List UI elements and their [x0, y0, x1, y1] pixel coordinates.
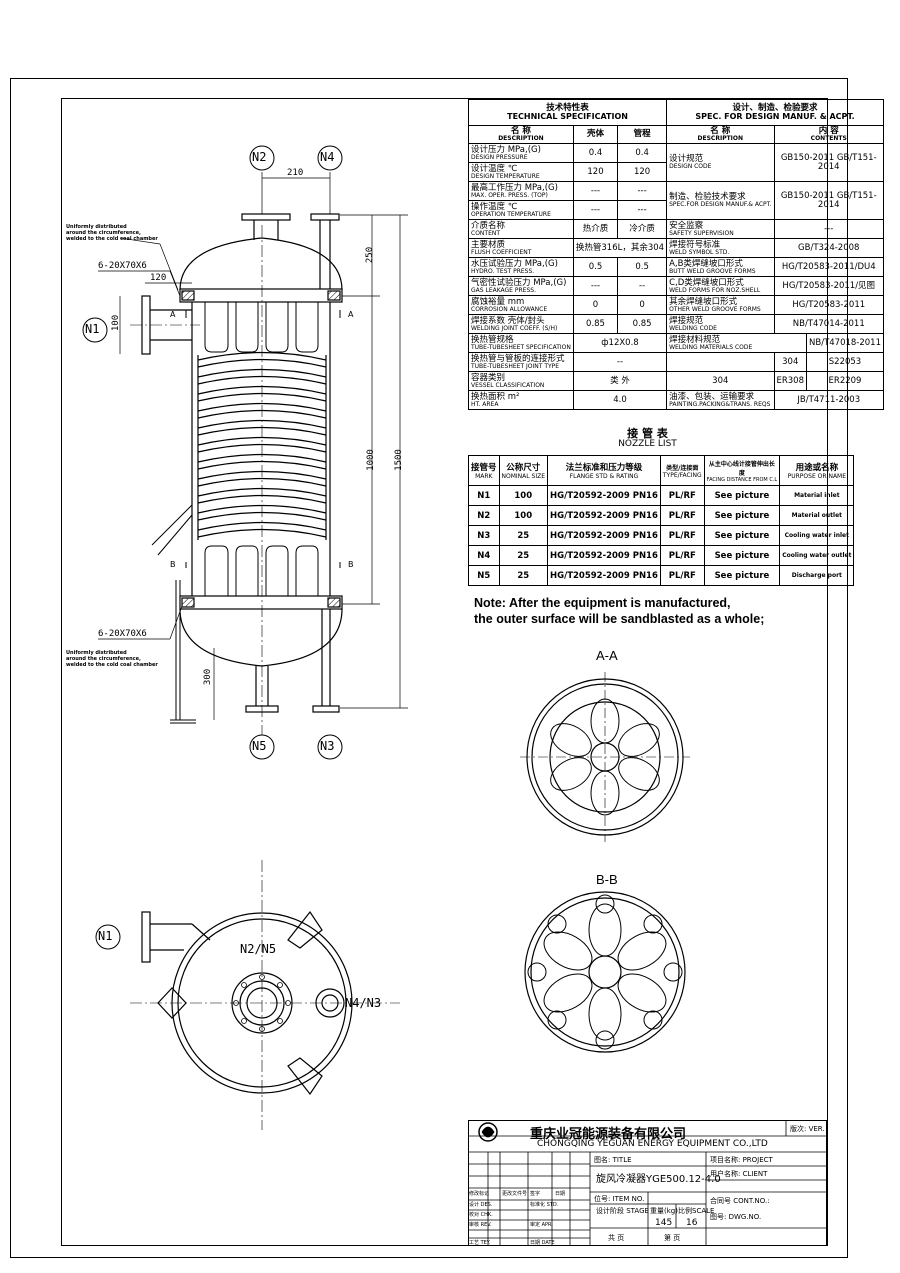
plan-view — [130, 860, 400, 1130]
section-a-a — [520, 672, 690, 842]
manufacturing-note: Note: After the equipment is manufacture… — [474, 596, 765, 626]
dim-1500: 1500 — [393, 449, 404, 471]
nozzle-list-title: 接 管 表 NOZZLE LIST — [618, 427, 677, 450]
nozzle-n3 — [312, 609, 340, 713]
dim-1000: 1000 — [365, 449, 376, 471]
section-title-b-b: B-B — [596, 872, 618, 887]
col-doc: 更改文件号 — [502, 1191, 528, 1197]
contract-label: 合同号 CONT.NO.: — [710, 1197, 770, 1205]
center-lines — [130, 225, 263, 735]
col-apr: 审定 APR. — [530, 1222, 553, 1228]
weld-note-top: 6-20X70X6 — [98, 261, 147, 271]
section-title-a-a: A-A — [596, 648, 618, 663]
dimension-lines — [98, 172, 408, 720]
project-label: 项目名称: PROJECT — [710, 1156, 773, 1164]
section-mark-b-right: B — [348, 560, 354, 569]
row-rev: 审核 REV. — [469, 1222, 492, 1228]
elevation-view — [98, 172, 408, 735]
title-label: 图名: TITLE — [594, 1156, 632, 1164]
top-head — [179, 237, 343, 291]
item-no-label: 位号: ITEM NO. — [594, 1195, 645, 1203]
dwg-no-label: 图号: DWG.NO. — [710, 1213, 762, 1221]
weld-text-bottom: Uniformly distributed around the circumf… — [66, 650, 158, 668]
label-n2: N2 — [252, 150, 267, 164]
row-des: 设计 DES. — [469, 1202, 493, 1208]
scale-label: 比例SCALE — [678, 1207, 715, 1215]
plan-label-n4n3: N4/N3 — [345, 996, 382, 1010]
sheet-total: 共 页 — [608, 1234, 625, 1242]
dim-100: 100 — [111, 314, 122, 332]
plan-label-n1: N1 — [98, 929, 113, 943]
col-std: 标准化 STD. — [530, 1202, 559, 1208]
title-block — [468, 1120, 827, 1246]
nozzle-n4 — [310, 213, 340, 289]
nozzle-n2 — [241, 213, 291, 240]
bottom-head — [179, 608, 343, 667]
client-label: 用户名称: CLIENT — [710, 1170, 768, 1178]
sheet-no: 第 页 — [664, 1234, 681, 1242]
weight-value: 145 — [655, 1218, 673, 1228]
dim-210: 210 — [287, 168, 304, 178]
section-mark-b-left: B — [170, 560, 176, 569]
plan-label-n2n5: N2/N5 — [240, 942, 277, 956]
label-n4: N4 — [320, 150, 335, 164]
col-sign: 签字 — [530, 1191, 541, 1197]
company-name-cn: 重庆业冠能源装备有限公司 — [530, 1127, 687, 1142]
top-flange — [179, 288, 343, 303]
section-mark-a-left: A — [170, 310, 176, 319]
row-chk: 校对 CHK. — [469, 1212, 493, 1218]
tube-bundle-bottom — [204, 545, 319, 596]
tube-bundle-top — [204, 302, 319, 353]
label-n5: N5 — [252, 739, 267, 753]
title-block-grid — [468, 1120, 827, 1246]
scale-value: 16 — [686, 1218, 698, 1228]
col-dt: 日期 — [555, 1191, 566, 1197]
label-n3: N3 — [320, 739, 335, 753]
dim-120: 120 — [150, 273, 167, 283]
section-mark-a-right: A — [348, 310, 354, 319]
support-bracket-left — [151, 504, 196, 724]
section-b-b — [524, 891, 686, 1053]
col-date: 日期 DATE — [530, 1240, 555, 1246]
dim-250: 250 — [365, 246, 376, 264]
col-rev: 修改标记 — [469, 1191, 490, 1197]
drawing-sheet-border — [10, 78, 848, 1258]
row-tey: 工艺 TEY. — [469, 1240, 491, 1246]
weight-label: 重量(kg) — [650, 1207, 678, 1215]
dim-300: 300 — [203, 668, 214, 686]
label-n1: N1 — [85, 322, 100, 336]
stage-label: 设计阶段 STAGE — [596, 1207, 649, 1215]
company-name-en: CHONGQING YEGUAN ENERGY EQUIPMENT CO.,LT… — [537, 1139, 768, 1149]
drawing-frame — [61, 98, 828, 1246]
bottom-flange — [179, 595, 343, 610]
weld-note-bottom: 6-20X70X6 — [98, 629, 147, 639]
elevation-labels — [82, 145, 343, 760]
drawing-title: 旋风冷凝器YGE500.12-4.0 — [596, 1174, 721, 1185]
weld-text-top: Uniformly distributed around the circumf… — [66, 224, 158, 242]
version-label: 版次: VER. — [790, 1125, 825, 1133]
